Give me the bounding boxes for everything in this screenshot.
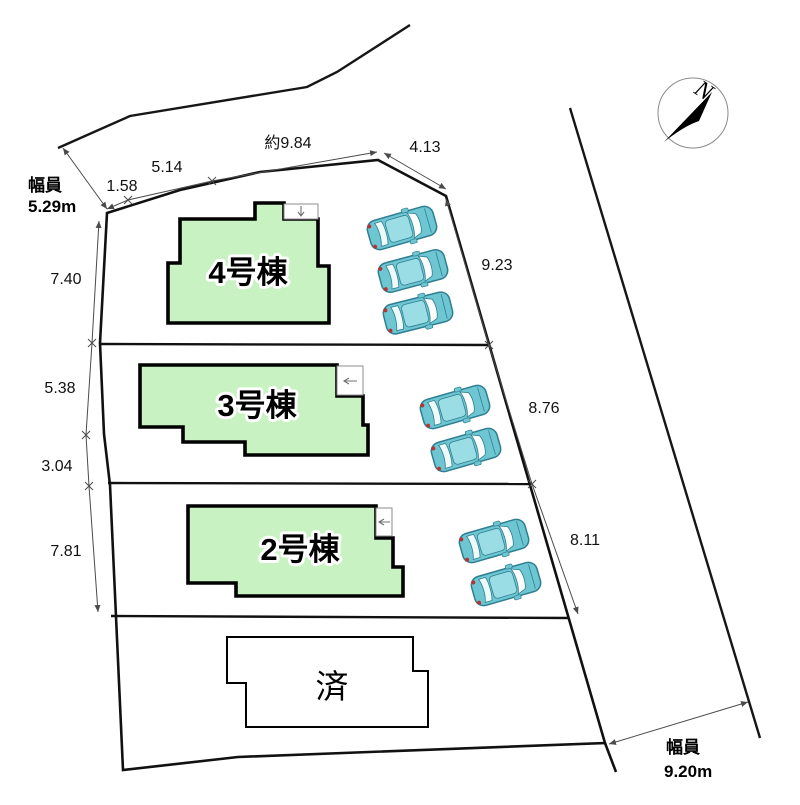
- road-edge-east: [568, 107, 762, 739]
- tick-mark: [527, 479, 537, 489]
- left-arrow-icon: [342, 377, 357, 385]
- road-width-arrow-right: [608, 701, 749, 745]
- dim-label: 4.13: [409, 139, 440, 156]
- lot-divider-3-2: [107, 481, 530, 486]
- road-width-arrow-left: [62, 147, 108, 210]
- car-icon: [416, 379, 494, 435]
- car-icon: [467, 556, 545, 612]
- road-width-left-label: 幅員: [28, 175, 62, 195]
- dim-label: 1.58: [106, 178, 137, 195]
- tick-mark: [81, 430, 91, 440]
- dim-label: 8.11: [570, 532, 600, 549]
- compass: N: [657, 75, 729, 149]
- building-3-label: 3号棟: [217, 388, 297, 423]
- tick-mark: [84, 481, 94, 491]
- dimension-line-west: [85, 220, 102, 613]
- north-arrow-icon: [664, 92, 712, 142]
- dim-label: 9.23: [481, 257, 512, 274]
- building-sold-label: 済: [316, 668, 349, 705]
- tick-mark: [87, 338, 97, 348]
- tick-marks: [81, 176, 537, 491]
- road-width-left-value: 5.29m: [28, 197, 76, 216]
- dim-label: 7.81: [50, 543, 81, 560]
- dim-label: 5.14: [151, 159, 182, 176]
- building-3-outline: [138, 363, 370, 457]
- left-arrow-icon: [377, 518, 390, 526]
- dim-label: 約9.84: [264, 134, 311, 152]
- building-sold-outline: [226, 636, 429, 728]
- tick-mark: [207, 176, 217, 186]
- lot-divider-4-3: [99, 342, 490, 347]
- dim-label: 8.76: [528, 400, 559, 417]
- dimension-line-top-413: [383, 152, 447, 190]
- car-icon: [455, 513, 533, 569]
- dim-label: 5.38: [44, 380, 75, 397]
- tick-mark: [123, 195, 133, 205]
- road-width-right-label: 幅員: [666, 737, 700, 757]
- dimension-line-east: [445, 198, 579, 615]
- building-4-label: 4号棟: [208, 255, 288, 290]
- car-icon: [379, 286, 457, 340]
- dimension-line-top: [106, 150, 378, 210]
- car-icon: [427, 422, 505, 478]
- road-edge-northwest: [57, 23, 411, 150]
- road-width-right-value: 9.20m: [664, 762, 712, 781]
- building-4-outline: [166, 201, 331, 325]
- lot-divider-2-sold: [110, 614, 569, 620]
- dim-label: 3.04: [41, 458, 72, 475]
- site-boundary-overshoot: [603, 742, 618, 773]
- tick-mark: [484, 340, 494, 350]
- car-icon: [374, 244, 452, 298]
- car-icon: [363, 200, 441, 256]
- down-arrow-icon: [297, 206, 305, 217]
- building-2-label: 2号棟: [260, 532, 340, 567]
- dim-label: 7.40: [50, 271, 81, 288]
